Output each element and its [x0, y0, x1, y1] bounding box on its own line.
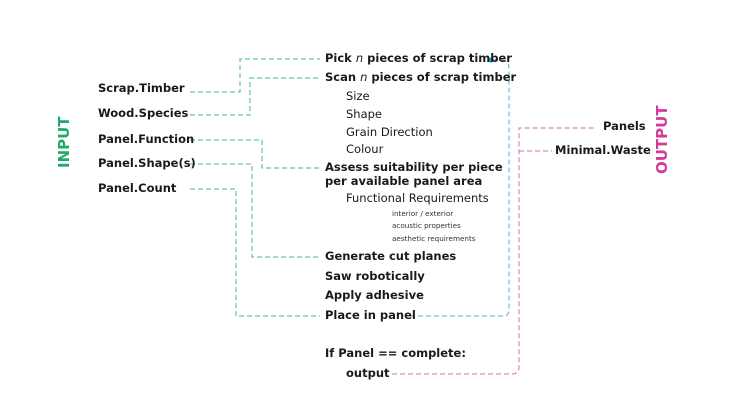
step-scan-post: pieces of scrap timber: [367, 70, 517, 84]
step-place-in-panel: Place in panel: [325, 308, 416, 322]
step-pick-n: n: [355, 51, 364, 65]
step-pick-pre: Pick: [325, 51, 356, 65]
connector-loop: [410, 59, 510, 317]
functional-requirements: Functional Requirements: [346, 191, 489, 205]
functional-item-interior-exterior: interior / exterior: [392, 209, 454, 218]
output-section-label: OUTPUT: [653, 105, 671, 174]
connector-scrap-timber: [190, 58, 320, 93]
step-generate-cut-planes: Generate cut planes: [325, 249, 457, 263]
connector-wood-species: [190, 77, 320, 116]
scan-item-size: Size: [346, 89, 370, 103]
connector-panel-count: [190, 188, 320, 317]
loop-start-dot: [488, 57, 494, 63]
scan-item-colour: Colour: [346, 142, 384, 156]
connector-output: [392, 127, 597, 375]
step-pick: Pick n pieces of scrap timber: [325, 51, 512, 65]
output-minimal-waste: Minimal.Waste: [555, 143, 651, 157]
input-scrap-timber: Scrap.Timber: [98, 81, 185, 95]
output-panels: Panels: [603, 119, 646, 133]
input-panel-shapes: Panel.Shape(s): [98, 156, 196, 170]
connector-panel-function: [190, 139, 320, 169]
step-assess-line-2: per available panel area: [325, 174, 483, 188]
step-scan-pre: Scan: [325, 70, 361, 84]
step-pick-post: pieces of scrap timber: [363, 51, 512, 65]
input-panel-function: Panel.Function: [98, 132, 195, 146]
scan-item-grain-direction: Grain Direction: [346, 125, 433, 139]
scan-item-shape: Shape: [346, 107, 383, 121]
condition-panel-complete: If Panel == complete:: [325, 346, 466, 360]
step-scan-n: n: [360, 70, 368, 84]
step-output: output: [346, 366, 390, 380]
functional-item-acoustic: acoustic properties: [392, 221, 461, 230]
input-wood-species: Wood.Species: [98, 106, 189, 120]
step-assess-line-1: Assess suitability per piece: [325, 160, 503, 174]
connector-panel-shapes: [190, 163, 320, 258]
input-section-label: INPUT: [55, 116, 73, 168]
step-scan: Scan n pieces of scrap timber: [325, 70, 517, 84]
step-apply-adhesive: Apply adhesive: [325, 288, 424, 302]
step-saw-robotically: Saw robotically: [325, 269, 425, 283]
functional-item-aesthetic: aesthetic requirements: [392, 234, 476, 243]
input-panel-count: Panel.Count: [98, 181, 177, 195]
